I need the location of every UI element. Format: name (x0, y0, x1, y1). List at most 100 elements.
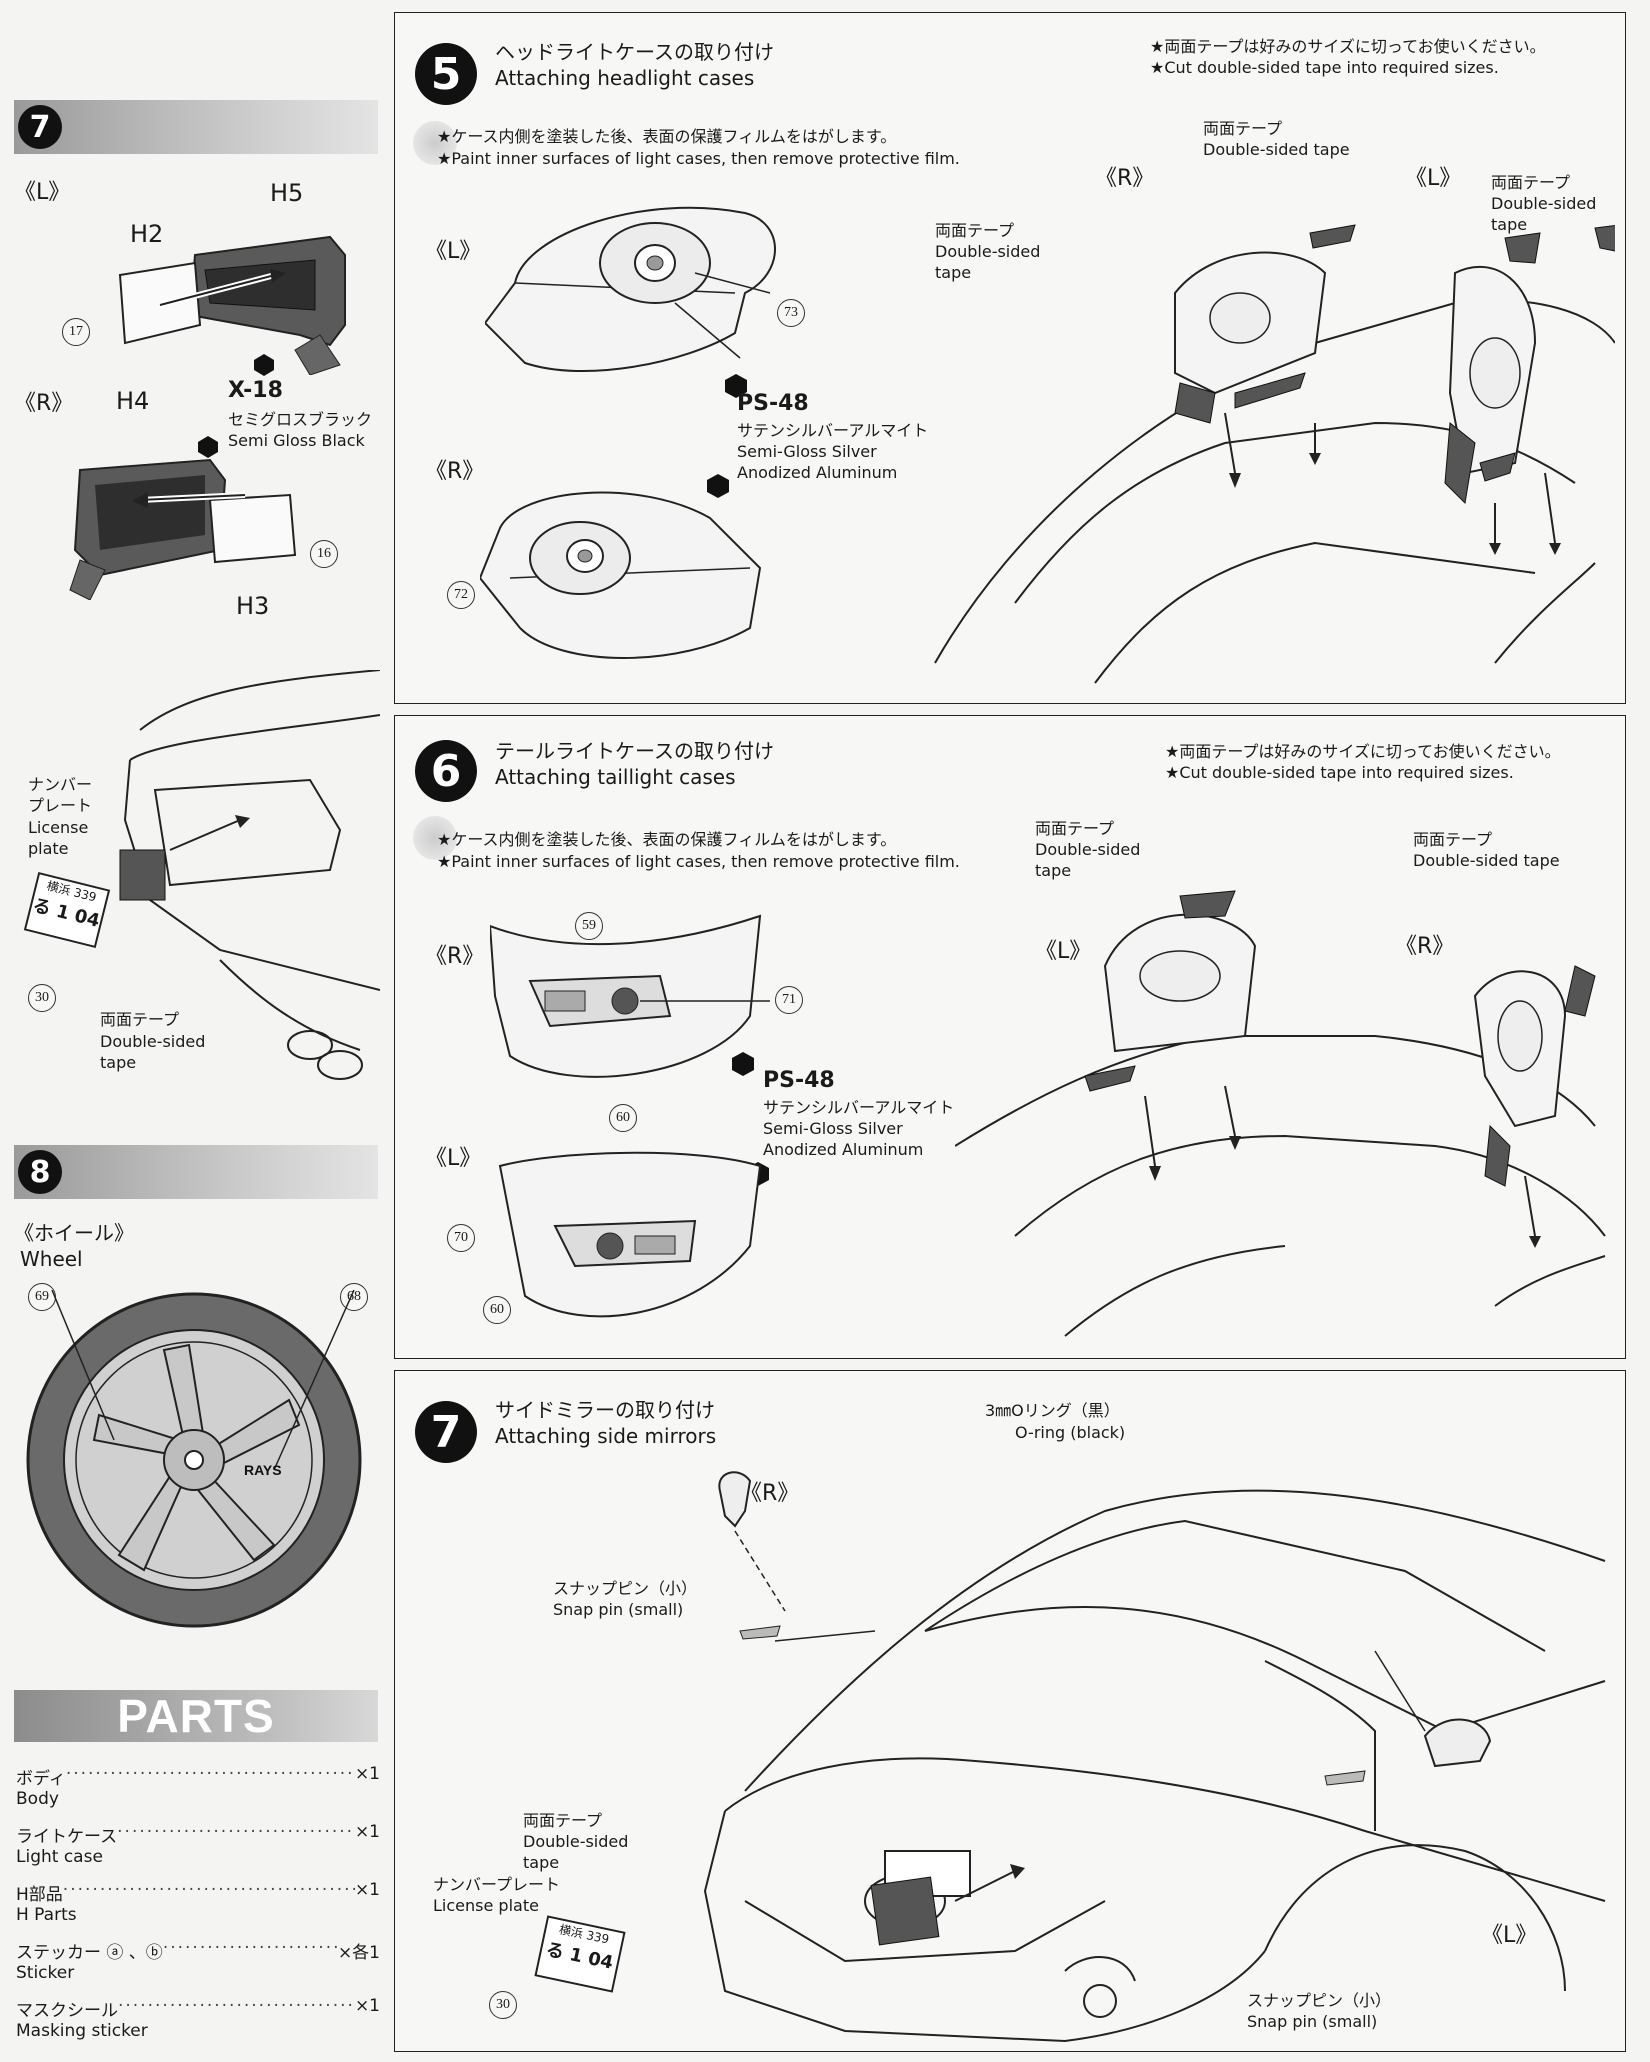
step-number-8-side: 8 (18, 1150, 62, 1194)
step5-car-front-illustration (934, 224, 1615, 684)
step6-tape1-jp: 両面テープ (1035, 819, 1115, 838)
side-tape-jp: 両面テープ (100, 1010, 180, 1029)
rear-car-illustration (119, 670, 380, 1080)
taillight-r-illustration (490, 914, 770, 1078)
callout-72: 72 (447, 581, 475, 609)
mirror-l-label: 《L》 (14, 180, 71, 205)
part-en: Masking sticker (16, 2021, 148, 2041)
step6-tape2-jp: 両面テープ (1413, 830, 1493, 849)
taillight-l-illustration (498, 1151, 762, 1318)
part-en: H Parts (16, 1905, 77, 1925)
part-en: Light case (16, 1847, 103, 1867)
part-row-body: ボディ·····································… (16, 1764, 380, 1809)
part-row-h-parts: H部品·····································… (16, 1880, 380, 1925)
step6-paint-en: ★Paint inner surfaces of light cases, th… (437, 852, 960, 871)
step7-r-label: 《R》 (740, 1481, 800, 1506)
step6-title-jp: テールライトケースの取り付け (495, 739, 774, 763)
step6-panel: 6 テールライトケースの取り付け Attaching taillight cas… (394, 715, 1626, 1359)
step6-note-jp: ★両面テープは好みのサイズに切ってお使いください。 (1165, 742, 1561, 761)
part-jp: H部品 (16, 1885, 63, 1905)
step6-l-label: 《L》 (425, 1146, 482, 1171)
step5-tape2-jp: 両面テープ (1491, 173, 1571, 192)
step7-tape-jp: 両面テープ (523, 1811, 603, 1830)
step6-tape1-en2: tape (1035, 861, 1072, 880)
step-number-6: 6 (415, 740, 477, 802)
callout-30-side: 30 (28, 984, 56, 1012)
x18-code: X-18 (228, 378, 283, 403)
mirror-l-illustration (118, 235, 346, 375)
callout-71: 71 (775, 986, 803, 1014)
side-plate-jp2: プレート (28, 796, 93, 815)
part-row-light-case: ライトケース··································… (16, 1822, 380, 1867)
step6-ps48-en1: Semi-Gloss Silver (763, 1119, 903, 1138)
label-h5: H5 (270, 179, 304, 207)
step6-car-rear-illustration (955, 890, 1606, 1337)
callout-70: 70 (447, 1224, 475, 1252)
wheel-jp: 《ホイール》 (14, 1221, 134, 1245)
step5-note-en: ★Cut double-sided tape into required siz… (1150, 58, 1499, 77)
step7-oring-en: O-ring (black) (1015, 1423, 1126, 1442)
part-qty: ×1 (354, 1822, 380, 1842)
step7-tape-en1: Double-sided (523, 1832, 629, 1851)
step7-side-band (14, 100, 378, 154)
step5-ps48-jp: サテンシルバーアルマイト (737, 421, 929, 440)
step5-tape1-en: Double-sided tape (1203, 140, 1350, 159)
step6-tape1-en1: Double-sided (1035, 840, 1141, 859)
step5-ps48-en1: Semi-Gloss Silver (737, 442, 877, 461)
step7-plate-jp: ナンバープレート (433, 1875, 561, 1894)
part-row-masking: マスクシール··································… (16, 1996, 380, 2041)
label-h4: H4 (116, 387, 150, 415)
x18-en: Semi Gloss Black (228, 431, 365, 450)
step6-car-r-label: 《R》 (1395, 934, 1455, 959)
step5-ps48-en2: Anodized Aluminum (737, 463, 898, 482)
part-jp: ボディ (16, 1769, 66, 1789)
step5-ps48: PS-48 (737, 391, 809, 416)
callout-30-step7: 30 (489, 1991, 517, 2019)
part-qty: ×各1 (337, 1943, 380, 1963)
step5-car-r-label: 《R》 (1095, 166, 1155, 191)
step6-ps48-en2: Anodized Aluminum (763, 1140, 924, 1159)
step7-car-illustration (703, 1471, 1606, 2043)
callout-69: 69 (28, 1283, 56, 1311)
step5-tape2-en1: Double-sided (1491, 194, 1597, 213)
step7-panel: 7 サイドミラーの取り付け Attaching side mirrors 3㎜O… (394, 1370, 1626, 2052)
part-en: Sticker (16, 1963, 75, 1983)
wheel-en: Wheel (20, 1247, 83, 1271)
part-jp: ライトケース (16, 1827, 118, 1847)
step5-tape2-en2: tape (1491, 215, 1528, 234)
headlight-r-illustration (480, 491, 762, 659)
step-number-7: 7 (415, 1401, 477, 1463)
wheel-illustration: RAYS (26, 1290, 362, 1628)
step5-paint-marker (413, 121, 457, 165)
step-number-7-side: 7 (18, 105, 62, 149)
step5-l-label: 《L》 (425, 239, 482, 264)
parts-title: PARTS (14, 1690, 378, 1742)
ps48-paint-icon-r (707, 474, 729, 498)
part-qty: ×1 (354, 1996, 380, 2016)
side-plate-en2: plate (28, 839, 69, 858)
side-plate-en1: License (28, 818, 89, 837)
step5-car-l-label: 《L》 (1405, 166, 1462, 191)
step6-paint-marker (413, 816, 457, 860)
step5-paint-en: ★Paint inner surfaces of light cases, th… (437, 149, 960, 168)
rays-logo: RAYS (244, 1462, 282, 1478)
part-jp: マスクシール (16, 2001, 118, 2021)
step5-panel: 5 ヘッドライトケースの取り付け Attaching headlight cas… (394, 12, 1626, 704)
ps48-paint-icon-6 (732, 1052, 754, 1076)
step6-title-en: Attaching taillight cases (495, 765, 736, 789)
step5-tape1-jp: 両面テープ (1203, 119, 1283, 138)
step5-paint-jp: ★ケース内側を塗装した後、表面の保護フィルムをはがします。 (437, 127, 897, 146)
part-jp: ステッカー ⓐ 、ⓑ (16, 1943, 163, 1963)
step6-ps48: PS-48 (763, 1068, 835, 1093)
step7-snap2-jp: スナップピン（小） (1247, 1991, 1392, 2010)
callout-17: 17 (62, 318, 90, 346)
step6-ps48-jp: サテンシルバーアルマイト (763, 1098, 955, 1117)
side-tape-en2: tape (100, 1053, 137, 1072)
step7-title-en: Attaching side mirrors (495, 1424, 717, 1448)
step7-plate-en: License plate (433, 1896, 539, 1915)
step5-title-jp: ヘッドライトケースの取り付け (495, 40, 774, 64)
license-plate-side: 横浜 339 る 1 04 (23, 871, 111, 949)
ps48-paint-icon (725, 374, 747, 398)
part-row-sticker: ステッカー ⓐ 、ⓑ······························… (16, 1938, 380, 1983)
mirror-r-label: 《R》 (14, 391, 74, 416)
